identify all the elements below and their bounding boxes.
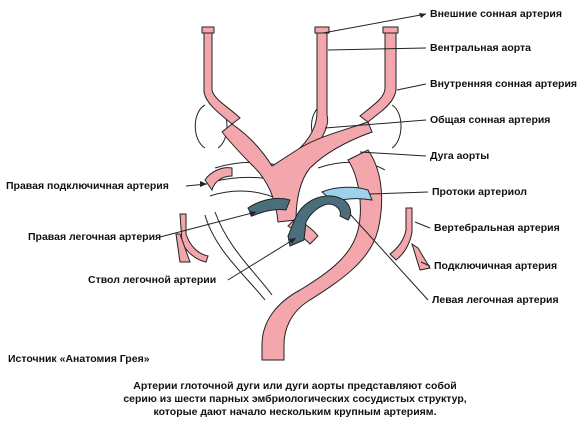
label-right-pulmonary: Правая легочная артерия (28, 231, 161, 244)
label-right-subclavian: Правая подключичная артерия (6, 180, 169, 193)
label-pulmonary-trunk: Ствол легочной артерии (88, 274, 216, 287)
label-left-pulmonary: Левая легочная артерия (432, 294, 559, 307)
label-subclavian: Подключичная артерия (434, 260, 557, 273)
source-note: Источник «Анатомия Грея» (8, 353, 150, 365)
label-aortic-arch: Дуга аорты (430, 150, 489, 163)
label-internal-carotid: Внутренняя сонная артерия (430, 78, 577, 91)
label-ductus-arteriosus: Протоки артериол (432, 186, 527, 199)
label-ventral-aorta: Вентральная аорта (430, 42, 531, 55)
caption-line-1: Артерии глоточной дуги или дуги аорты пр… (60, 380, 530, 393)
label-common-carotid: Общая сонная артерия (430, 114, 550, 127)
pulmonary-arteries (248, 196, 351, 246)
caption-line-3: которые дают начало нескольким крупным а… (60, 406, 530, 419)
label-external-carotid: Внешние сонная артерия (430, 8, 562, 21)
caption-line-2: серию из шести парных эмбриологических с… (60, 393, 530, 406)
label-vertebral: Вертебральная артерия (434, 222, 560, 235)
figure-caption: Артерии глоточной дуги или дуги аорты пр… (60, 380, 530, 419)
